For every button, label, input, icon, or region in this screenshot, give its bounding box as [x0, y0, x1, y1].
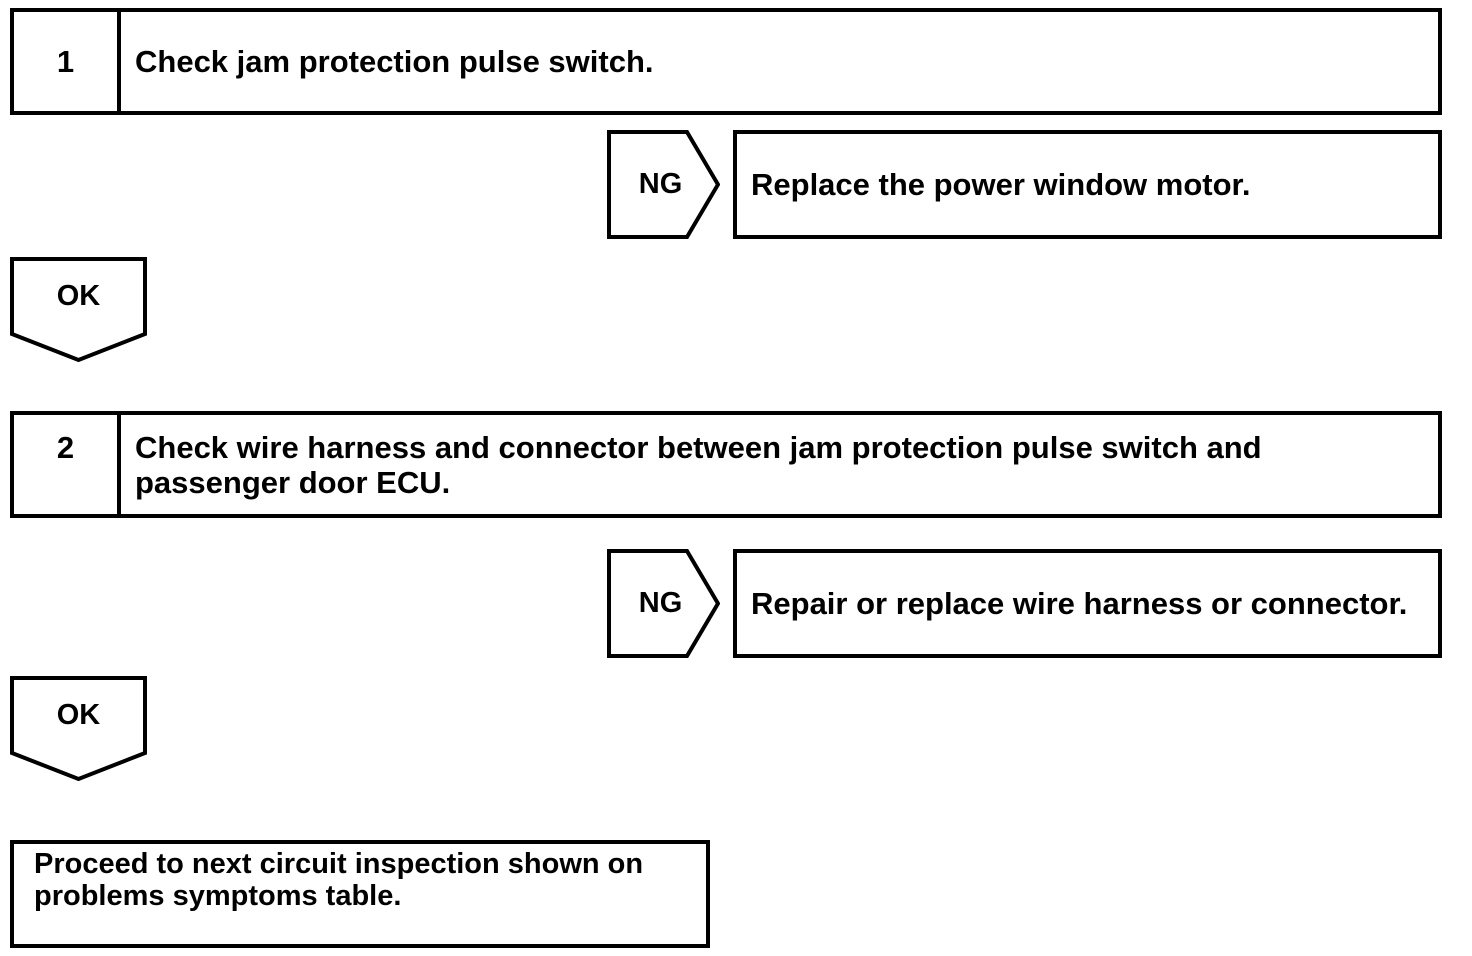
ok-2-tag: OK	[10, 676, 147, 782]
step-2-number: 2	[56, 430, 75, 465]
ok-1-pentagon-icon	[10, 257, 147, 363]
step-2-instruction: Check wire harness and connector between…	[135, 429, 1262, 500]
step-2-number-cell: 2	[14, 415, 121, 514]
step-1-instruction: Check jam protection pulse switch.	[135, 44, 654, 79]
step-1-box: 1 Check jam protection pulse switch.	[10, 8, 1442, 115]
action-1-box: Replace the power window motor.	[733, 130, 1442, 239]
ok-2-pentagon-icon	[10, 676, 147, 782]
ok-1-label: OK	[56, 280, 101, 312]
ng-1-tag: NG	[607, 130, 720, 239]
ng-1-label: NG	[638, 168, 683, 200]
action-2-text: Repair or replace wire harness or connec…	[751, 586, 1408, 621]
step-1-number-cell: 1	[14, 12, 121, 111]
conclusion-box: Proceed to next circuit inspection shown…	[10, 840, 710, 948]
ng-2-tag: NG	[607, 549, 720, 658]
ok-2-label: OK	[56, 699, 101, 731]
conclusion-text: Proceed to next circuit inspection shown…	[34, 848, 644, 912]
ok-1-tag: OK	[10, 257, 147, 363]
action-1-text: Replace the power window motor.	[751, 167, 1251, 202]
ng-2-pentagon-icon	[607, 549, 720, 658]
ng-1-pentagon-icon	[607, 130, 720, 239]
ng-2-label: NG	[638, 587, 683, 619]
action-2-box: Repair or replace wire harness or connec…	[733, 549, 1442, 658]
step-1-number: 1	[56, 44, 75, 79]
step-2-box: 2 Check wire harness and connector betwe…	[10, 411, 1442, 518]
